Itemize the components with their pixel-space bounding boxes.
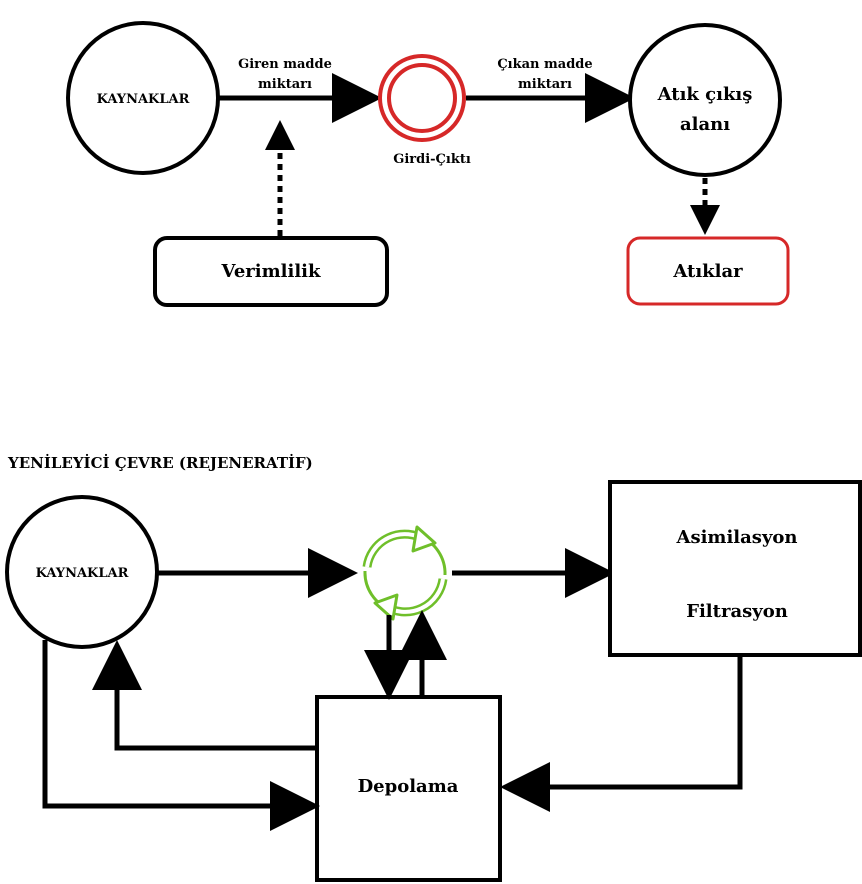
waste-exit-label-line2: alanı (680, 114, 730, 135)
bottom-sources-label: KAYNAKLAR (36, 566, 129, 581)
top-sources-label: KAYNAKLAR (97, 92, 190, 107)
storage-to-sources-arrow (92, 640, 317, 751)
waste-node: Atıklar (626, 236, 790, 306)
sources-to-storage-arrow (42, 640, 320, 831)
input-label-line2: miktarı (258, 77, 312, 92)
storage-label: Depolama (358, 776, 459, 797)
efficiency-label: Verimlilik (221, 261, 321, 282)
top-sources-node: KAYNAKLAR (66, 21, 220, 175)
linear-model: KAYNAKLAR Giren madde miktarı Girdi-Çıkt… (66, 21, 790, 307)
assimilation-label: Asimilasyon (675, 527, 797, 548)
waste-label: Atıklar (672, 261, 743, 282)
recycle-icon (362, 525, 448, 621)
waste-exit-label-line1: Atık çıkış (657, 84, 753, 105)
regenerative-title: YENİLEYİCİ ÇEVRE (REJENERATİF) (7, 453, 313, 472)
output-label-line2: miktarı (518, 77, 572, 92)
input-output-node: Girdi-Çıktı (378, 54, 471, 167)
storage-node: Depolama (315, 695, 502, 882)
regenerative-model: YENİLEYİCİ ÇEVRE (REJENERATİF) KAYNAKLAR… (5, 453, 862, 882)
filtration-to-storage-arrow (500, 655, 743, 812)
efficiency-node: Verimlilik (153, 236, 389, 307)
input-output-label: Girdi-Çıktı (393, 152, 471, 167)
input-label-line1: Giren madde (238, 57, 332, 72)
filtration-label: Filtrasyon (686, 601, 788, 622)
waste-exit-node: Atık çıkış alanı (628, 23, 782, 177)
assimilation-filtration-node: Asimilasyon Filtrasyon (608, 480, 862, 657)
bottom-sources-node: KAYNAKLAR (5, 495, 159, 649)
output-label-line1: Çıkan madde (497, 57, 592, 72)
